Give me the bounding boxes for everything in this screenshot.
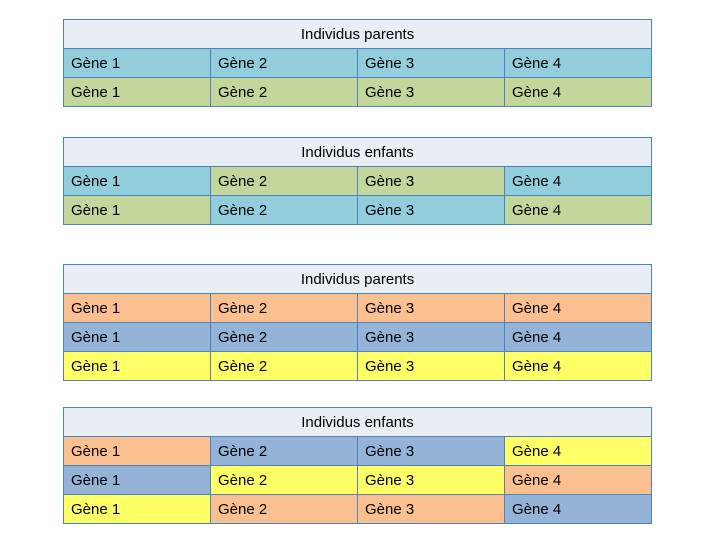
table-header-row: Individus parents bbox=[62, 19, 653, 49]
table-row: Gène 1 Gène 2 Gène 3 Gène 4 bbox=[63, 166, 653, 196]
table-header-row: Individus parents bbox=[62, 264, 653, 294]
table-row: Gène 1 Gène 2 Gène 3 Gène 4 bbox=[63, 48, 653, 78]
children-table-2: Individus enfants Gène 1 Gène 2 Gène 3 G… bbox=[62, 407, 653, 524]
parents-table-2: Individus parents Gène 1 Gène 2 Gène 3 G… bbox=[62, 264, 653, 381]
table-title: Individus enfants bbox=[62, 407, 653, 437]
gene-cell: Gène 3 bbox=[357, 166, 505, 196]
gene-cell: Gène 4 bbox=[503, 465, 653, 495]
gene-cell: Gène 2 bbox=[210, 77, 358, 107]
gene-cell: Gène 3 bbox=[357, 322, 505, 352]
gene-cell: Gène 2 bbox=[210, 494, 358, 524]
gene-cell: Gène 4 bbox=[503, 166, 653, 196]
gene-cell: Gène 1 bbox=[63, 77, 211, 107]
table-row: Gène 1 Gène 2 Gène 3 Gène 4 bbox=[63, 322, 653, 352]
gene-cell: Gène 3 bbox=[357, 293, 505, 323]
gene-cell: Gène 1 bbox=[63, 465, 211, 495]
gene-cell: Gène 1 bbox=[63, 351, 211, 381]
gene-cell: Gène 3 bbox=[357, 195, 505, 225]
parents-table-1: Individus parents Gène 1 Gène 2 Gène 3 G… bbox=[62, 19, 653, 107]
gene-cell: Gène 1 bbox=[63, 436, 211, 466]
gene-cell: Gène 4 bbox=[503, 48, 653, 78]
gene-cell: Gène 3 bbox=[357, 436, 505, 466]
gene-cell: Gène 1 bbox=[63, 195, 211, 225]
gene-cell: Gène 2 bbox=[210, 293, 358, 323]
gene-cell: Gène 3 bbox=[357, 48, 505, 78]
children-table-1: Individus enfants Gène 1 Gène 2 Gène 3 G… bbox=[62, 137, 653, 225]
gene-cell: Gène 1 bbox=[63, 48, 211, 78]
gene-cell: Gène 3 bbox=[357, 351, 505, 381]
gene-cell: Gène 2 bbox=[210, 166, 358, 196]
gene-cell: Gène 2 bbox=[210, 48, 358, 78]
table-row: Gène 1 Gène 2 Gène 3 Gène 4 bbox=[63, 195, 653, 225]
gene-cell: Gène 3 bbox=[357, 494, 505, 524]
gene-cell: Gène 2 bbox=[210, 195, 358, 225]
table-title: Individus parents bbox=[62, 19, 653, 49]
gene-cell: Gène 2 bbox=[210, 322, 358, 352]
table-title: Individus parents bbox=[62, 264, 653, 294]
gene-cell: Gène 4 bbox=[503, 77, 653, 107]
table-header-row: Individus enfants bbox=[62, 137, 653, 167]
gene-cell: Gène 1 bbox=[63, 494, 211, 524]
table-row: Gène 1 Gène 2 Gène 3 Gène 4 bbox=[63, 436, 653, 466]
gene-cell: Gène 3 bbox=[357, 77, 505, 107]
gene-cell: Gène 4 bbox=[503, 322, 653, 352]
gene-cell: Gène 1 bbox=[63, 166, 211, 196]
gene-cell: Gène 4 bbox=[503, 351, 653, 381]
table-row: Gène 1 Gène 2 Gène 3 Gène 4 bbox=[63, 351, 653, 381]
gene-cell: Gène 4 bbox=[503, 436, 653, 466]
table-row: Gène 1 Gène 2 Gène 3 Gène 4 bbox=[63, 465, 653, 495]
gene-cell: Gène 1 bbox=[63, 322, 211, 352]
gene-cell: Gène 3 bbox=[357, 465, 505, 495]
gene-cell: Gène 4 bbox=[503, 195, 653, 225]
gene-cell: Gène 4 bbox=[503, 293, 653, 323]
gene-cell: Gène 2 bbox=[210, 436, 358, 466]
gene-cell: Gène 2 bbox=[210, 351, 358, 381]
gene-cell: Gène 4 bbox=[503, 494, 653, 524]
table-row: Gène 1 Gène 2 Gène 3 Gène 4 bbox=[63, 77, 653, 107]
table-row: Gène 1 Gène 2 Gène 3 Gène 4 bbox=[63, 494, 653, 524]
table-header-row: Individus enfants bbox=[62, 407, 653, 437]
gene-cell: Gène 2 bbox=[210, 465, 358, 495]
table-row: Gène 1 Gène 2 Gène 3 Gène 4 bbox=[63, 293, 653, 323]
gene-cell: Gène 1 bbox=[63, 293, 211, 323]
table-title: Individus enfants bbox=[62, 137, 653, 167]
